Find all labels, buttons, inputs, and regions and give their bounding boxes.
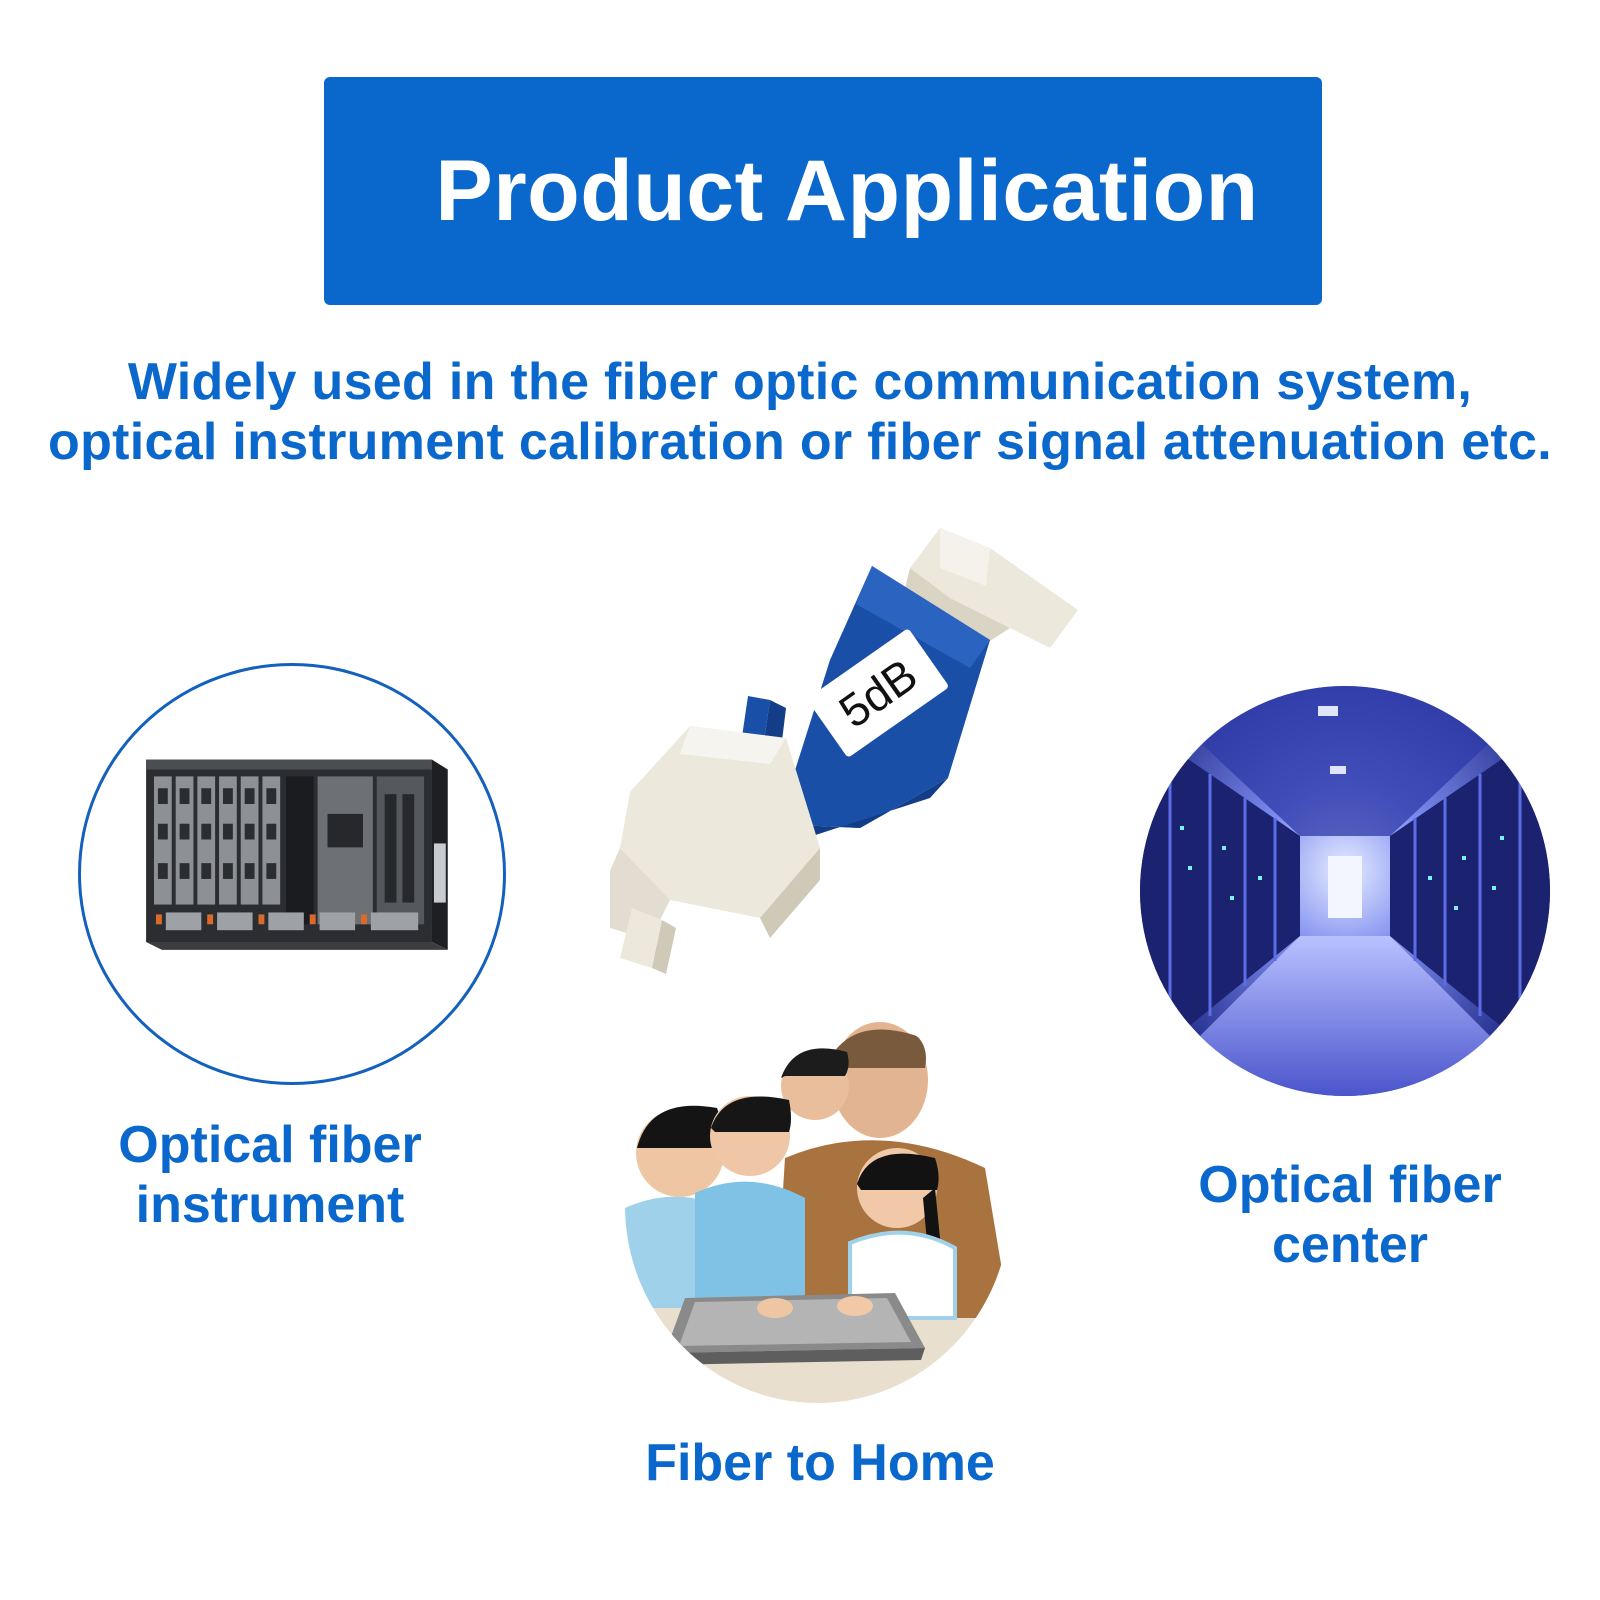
family-laptop-image [625, 1008, 1010, 1403]
home-image-circle [625, 1008, 1010, 1403]
data-center-image-circle [1140, 686, 1550, 1096]
center-label-line-1: Optical fiber [1198, 1156, 1502, 1214]
intro-line-1: Widely used in the fiber optic communica… [127, 353, 1473, 411]
intro-text: Widely used in the fiber optic communica… [0, 352, 1600, 472]
application-label-center: Optical fiber center [1150, 1155, 1550, 1275]
home-label: Fiber to Home [645, 1434, 995, 1492]
page-title: Product Application [435, 142, 1259, 239]
instrument-image-circle [78, 663, 506, 1085]
data-center-corridor-image [1140, 686, 1550, 1096]
application-label-home: Fiber to Home [580, 1433, 1060, 1493]
server-chassis-image [146, 759, 448, 950]
center-label-line-2: center [1271, 1216, 1429, 1274]
intro-line-2: optical instrument calibration or fiber … [48, 413, 1552, 471]
lc-attenuator-illustration: 5dB [610, 528, 1078, 974]
title-banner: Product Application [324, 77, 1322, 305]
attenuator-product-image: 5dB [610, 528, 1110, 1018]
instrument-label-line-1: Optical fiber [118, 1116, 422, 1174]
application-label-instrument: Optical fiber instrument [70, 1115, 470, 1235]
instrument-label-line-2: instrument [135, 1176, 405, 1234]
